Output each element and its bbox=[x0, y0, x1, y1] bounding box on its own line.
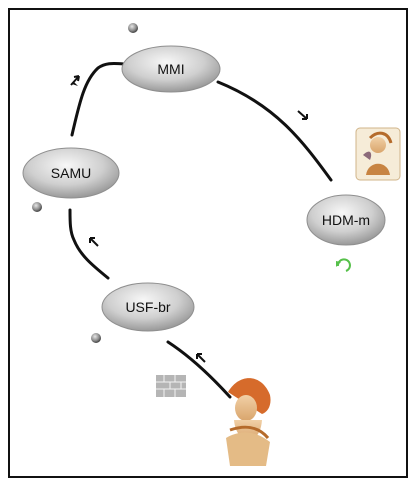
node-hdm[interactable]: HDM-m bbox=[306, 194, 386, 246]
angel-portrait-icon bbox=[355, 127, 401, 181]
status-dot-icon bbox=[91, 333, 101, 343]
edge-person-usf bbox=[166, 340, 232, 399]
node-label-hdm: HDM-m bbox=[322, 212, 370, 228]
arrow-icon bbox=[297, 110, 308, 120]
edge-usf-samu bbox=[68, 208, 110, 280]
status-dot-icon bbox=[32, 202, 42, 212]
status-dot-icon bbox=[128, 23, 138, 33]
arrow-icon bbox=[196, 353, 206, 363]
edge-samu-mmi bbox=[70, 62, 126, 137]
node-label-mmi: MMI bbox=[157, 61, 184, 77]
venus-figure-icon bbox=[226, 378, 271, 466]
node-samu[interactable]: SAMU bbox=[22, 147, 120, 199]
arrow-icon bbox=[72, 76, 80, 86]
node-label-samu: SAMU bbox=[51, 165, 91, 181]
arrow-icon bbox=[70, 75, 80, 86]
brick-wall-icon bbox=[156, 375, 186, 397]
node-mmi[interactable]: MMI bbox=[121, 45, 221, 93]
refresh-icon[interactable] bbox=[336, 258, 351, 272]
node-label-usf: USF-br bbox=[125, 299, 170, 315]
edge-mmi-hdm bbox=[216, 80, 333, 182]
node-usf[interactable]: USF-br bbox=[101, 282, 195, 332]
arrow-icon bbox=[89, 237, 99, 247]
